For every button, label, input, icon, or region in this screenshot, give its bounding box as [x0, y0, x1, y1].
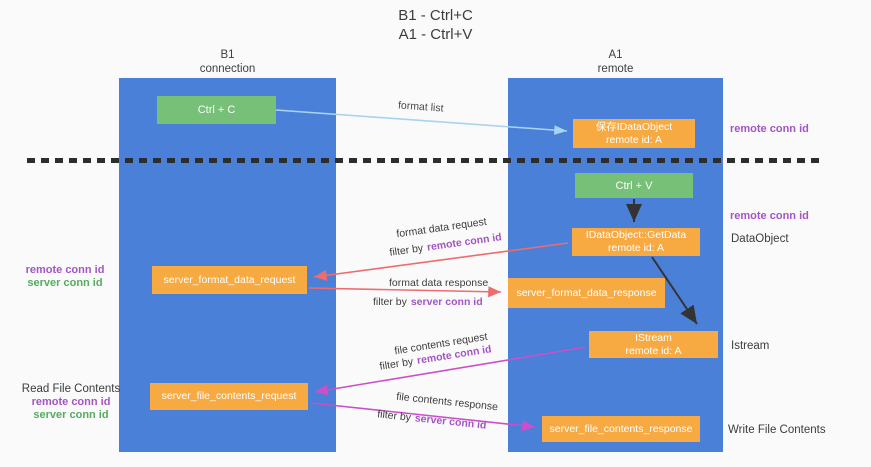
server-file-contents-response-box: server_file_contents_response: [542, 416, 700, 442]
filter-by-text-4: filter by: [376, 408, 412, 424]
format-list-label: format list: [397, 99, 444, 115]
write-file-contents-label: Write File Contents: [728, 424, 826, 436]
filter-by-text-3: filter by: [378, 355, 415, 373]
ctrl-c-box: Ctrl + C: [157, 96, 276, 124]
right-header-sub: remote: [597, 63, 634, 75]
left-mid-conn-ids: remote conn id server conn id: [24, 264, 106, 290]
filter-by-text-1: filter by: [388, 242, 424, 259]
istream-label: Istream: [731, 340, 770, 352]
left-column-header: B1 connection: [119, 48, 336, 76]
right-column-header: A1 remote: [508, 48, 723, 76]
right-header-name: A1: [608, 49, 623, 61]
right-ctrlv-remote-conn-id: remote conn id: [730, 210, 809, 222]
istream-line2: remote id: A: [625, 344, 682, 357]
left-bottom-server-conn-id: server conn id: [33, 409, 109, 421]
file-contents-response-label: file contents response: [395, 390, 499, 414]
getdata-line1: IDataObject::GetData: [585, 229, 687, 241]
read-file-contents-label: Read File Contents: [21, 383, 121, 395]
left-header-sub: connection: [199, 63, 256, 75]
server-format-data-response-box: server_format_data_response: [508, 278, 665, 308]
save-idataobject-line1: 保存IDataObject: [595, 120, 673, 133]
getdata-line2: remote id: A: [607, 242, 665, 254]
left-bottom-group: Read File Contents remote conn id server…: [20, 383, 122, 422]
server-conn-id-text-2: server conn id: [414, 412, 487, 432]
title-line-2: A1 - Ctrl+V: [398, 26, 473, 43]
diagram-title: B1 - Ctrl+C A1 - Ctrl+V: [0, 6, 871, 44]
save-idataobject-line2: remote id: A: [605, 133, 663, 146]
left-header-name: B1: [220, 49, 235, 61]
filter-by-text-2: filter by: [373, 296, 407, 308]
format-data-response-label: format data response: [389, 277, 489, 289]
left-bottom-remote-conn-id: remote conn id: [31, 396, 111, 408]
ctrl-v-box: Ctrl + V: [575, 173, 693, 198]
server-format-data-request-box: server_format_data_request: [152, 266, 307, 294]
getdata-box: IDataObject::GetData remote id: A: [572, 228, 700, 256]
dashed-separator: [27, 158, 822, 163]
server-conn-id-text-1: server conn id: [410, 296, 483, 308]
istream-line1: IStream: [635, 331, 672, 344]
title-line-1: B1 - Ctrl+C: [398, 7, 473, 24]
right-top-remote-conn-id: remote conn id: [730, 123, 809, 135]
left-mid-server-conn-id: server conn id: [27, 277, 103, 289]
istream-box: IStream remote id: A: [589, 331, 718, 358]
dataobject-label: DataObject: [731, 233, 789, 245]
left-mid-remote-conn-id: remote conn id: [25, 264, 105, 276]
server-file-contents-request-box: server_file_contents_request: [150, 383, 308, 410]
save-idataobject-box: 保存IDataObject remote id: A: [573, 119, 695, 148]
